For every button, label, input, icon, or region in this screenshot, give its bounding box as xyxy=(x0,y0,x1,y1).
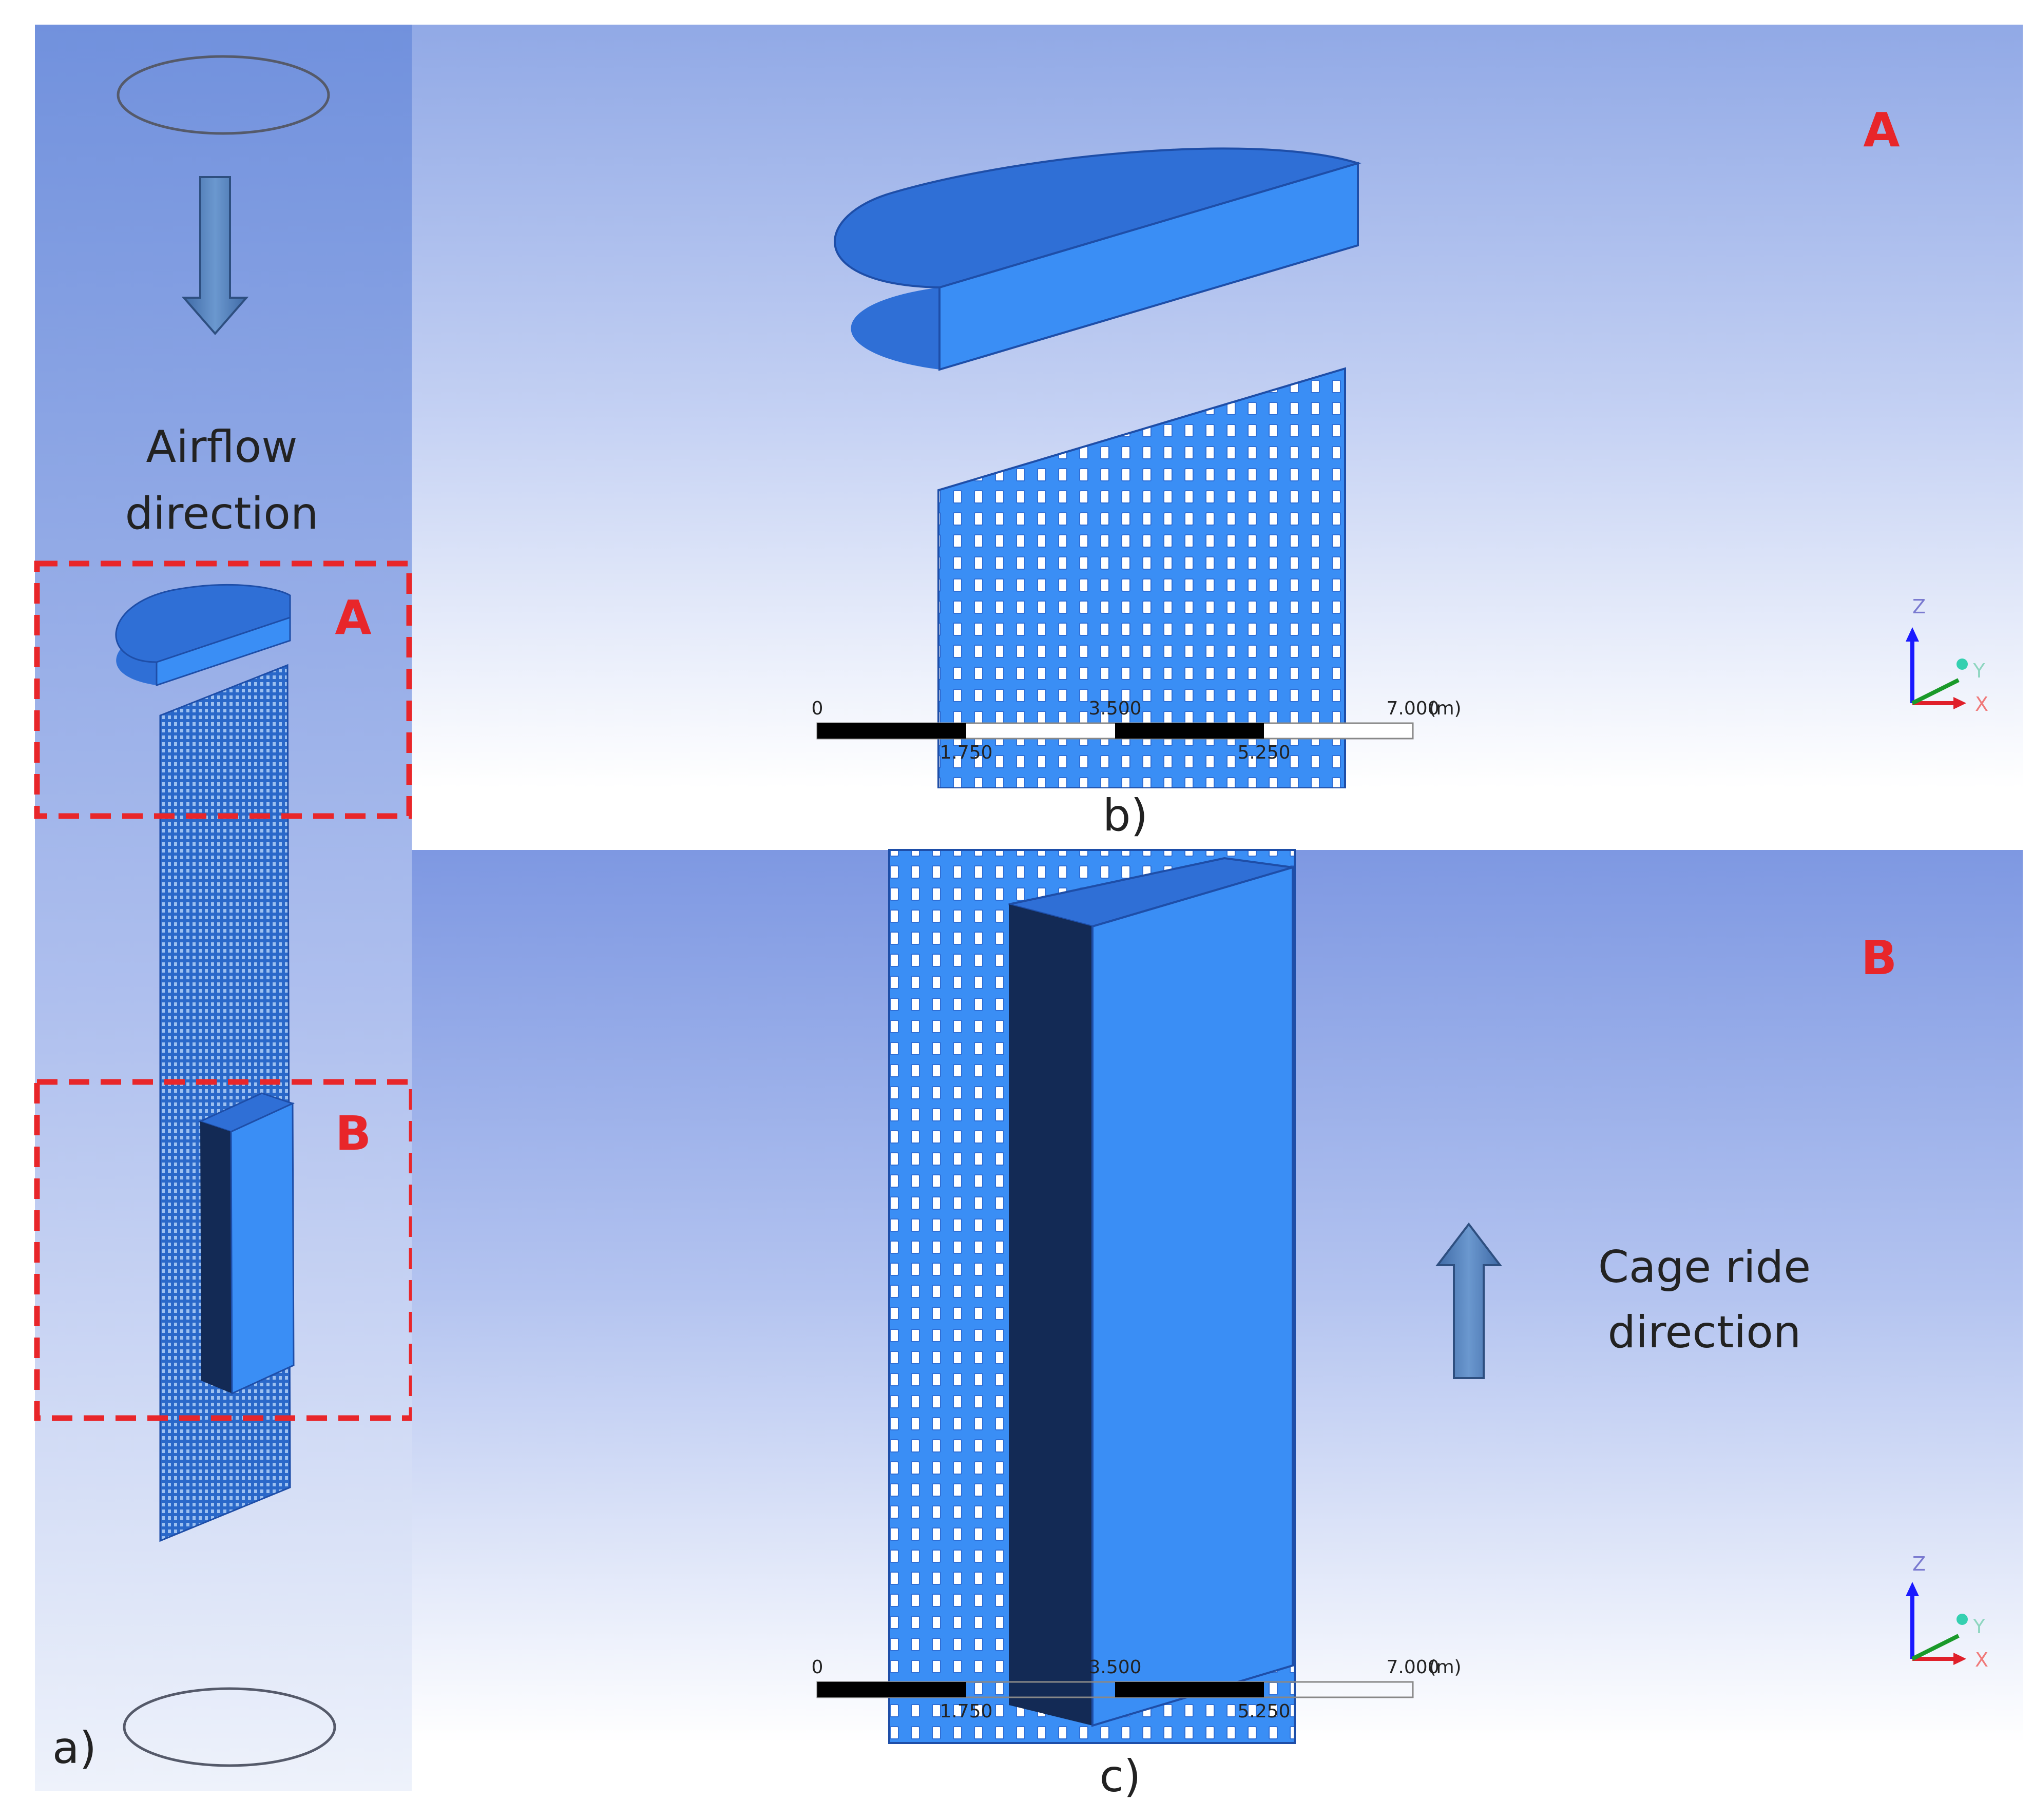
cage-box xyxy=(1008,857,1294,1727)
zone-b-label: B xyxy=(335,1106,371,1161)
panel-b: 0 3.500 7.000 (m) 1.750 5.250 Z Y X A xyxy=(412,25,2023,789)
scale-b-end: 7.000 xyxy=(1386,698,1439,719)
z-axis-arrowhead-c xyxy=(1906,1582,1919,1596)
cage-box-dark-face xyxy=(1009,904,1092,1726)
scale-c-mid: 3.500 xyxy=(1088,1657,1141,1678)
y-axis-bulb-icon-c xyxy=(1957,1614,1968,1625)
scale-c-unit: (m) xyxy=(1429,1657,1461,1678)
scale-b-q1: 1.750 xyxy=(939,742,992,763)
x-axis-arrowhead-c xyxy=(1953,1653,1966,1665)
cage-ride-label-line2: direction xyxy=(1608,1307,1801,1358)
scale-bar-c: 0 3.500 7.000 (m) 1.750 5.250 xyxy=(812,1657,1462,1722)
axis-triad-c: Z Y X xyxy=(1906,1553,1988,1671)
scale-c-start: 0 xyxy=(812,1657,823,1678)
scale-c-end: 7.000 xyxy=(1386,1657,1439,1678)
triad-c-x: X xyxy=(1975,1649,1988,1671)
panel-c-marker: B xyxy=(1861,931,1897,985)
zone-a-outline xyxy=(34,560,412,819)
scale-b-start: 0 xyxy=(812,698,823,719)
y-axis-bulb-icon xyxy=(1957,659,1968,670)
axis-triad-b: Z Y X xyxy=(1906,595,1988,715)
scale-b-q3: 5.250 xyxy=(1237,742,1290,763)
top-inlet-ellipse xyxy=(117,55,330,135)
mini-cage-box xyxy=(198,1092,295,1395)
scale-c-q3: 5.250 xyxy=(1237,1701,1290,1722)
mini-half-disk xyxy=(115,584,291,687)
triad-b-z: Z xyxy=(1912,595,1926,618)
half-disk xyxy=(834,147,1361,371)
airflow-label-line2: direction xyxy=(125,488,319,539)
scale-b-mid: 3.500 xyxy=(1088,698,1141,719)
airflow-arrow-down-icon xyxy=(181,176,249,336)
panel-b-marker: A xyxy=(1863,103,1900,158)
zone-a-label: A xyxy=(335,590,371,645)
y-axis-line-c xyxy=(1911,1634,1960,1661)
panel-c-caption: c) xyxy=(1100,1751,1141,1802)
triad-b-x: X xyxy=(1975,693,1988,715)
cage-ride-label-line1: Cage ride xyxy=(1598,1242,1811,1293)
x-axis-arrowhead xyxy=(1953,697,1966,709)
panel-b-caption-band xyxy=(412,788,2023,850)
cage-box-lit-face xyxy=(1091,866,1294,1727)
bottom-outlet-ellipse xyxy=(123,1687,336,1767)
panel-a: Airflow direction A B a) xyxy=(34,25,415,1791)
triad-b-y: Y xyxy=(1972,660,1985,682)
scale-bar-b: 0 3.500 7.000 (m) 1.750 5.250 xyxy=(812,698,1462,763)
airflow-label-line1: Airflow xyxy=(146,421,297,473)
panel-a-caption: a) xyxy=(52,1722,97,1774)
panel-b-caption: b) xyxy=(1103,790,1148,841)
triad-c-y: Y xyxy=(1972,1615,1985,1638)
triad-c-z: Z xyxy=(1912,1553,1926,1575)
scale-c-q1: 1.750 xyxy=(939,1701,992,1722)
y-axis-line xyxy=(1911,678,1960,705)
scale-b-unit: (m) xyxy=(1429,698,1461,719)
z-axis-arrowhead xyxy=(1906,627,1919,642)
panel-c: Cage ride direction 0 3.500 7.000 (m) 1.… xyxy=(412,849,2023,1744)
cage-ride-arrow-up-icon xyxy=(1435,1222,1503,1379)
